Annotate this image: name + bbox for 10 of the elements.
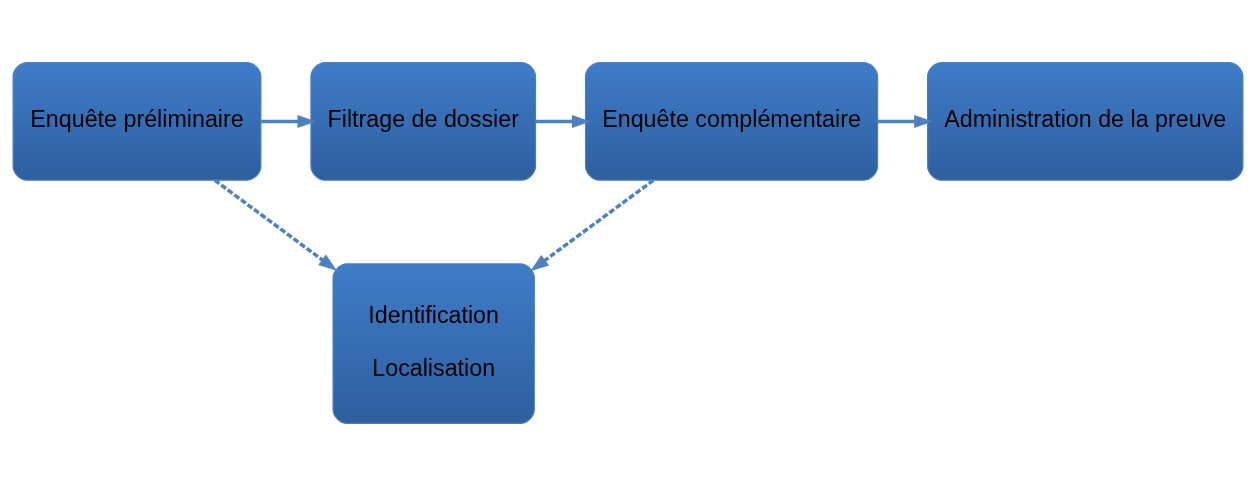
node-box: Administration de la preuve [927,61,1244,181]
node-box: Enquête complémentaire [584,61,879,181]
node-box: Filtrage de dossier [310,61,537,181]
arrow [535,114,591,128]
node-box: Enquête préliminaire [12,61,262,181]
arrow [877,114,933,128]
node-box: Identification Localisation [332,262,535,424]
arrow [530,178,655,271]
arrow [261,114,317,128]
arrow [213,178,338,271]
